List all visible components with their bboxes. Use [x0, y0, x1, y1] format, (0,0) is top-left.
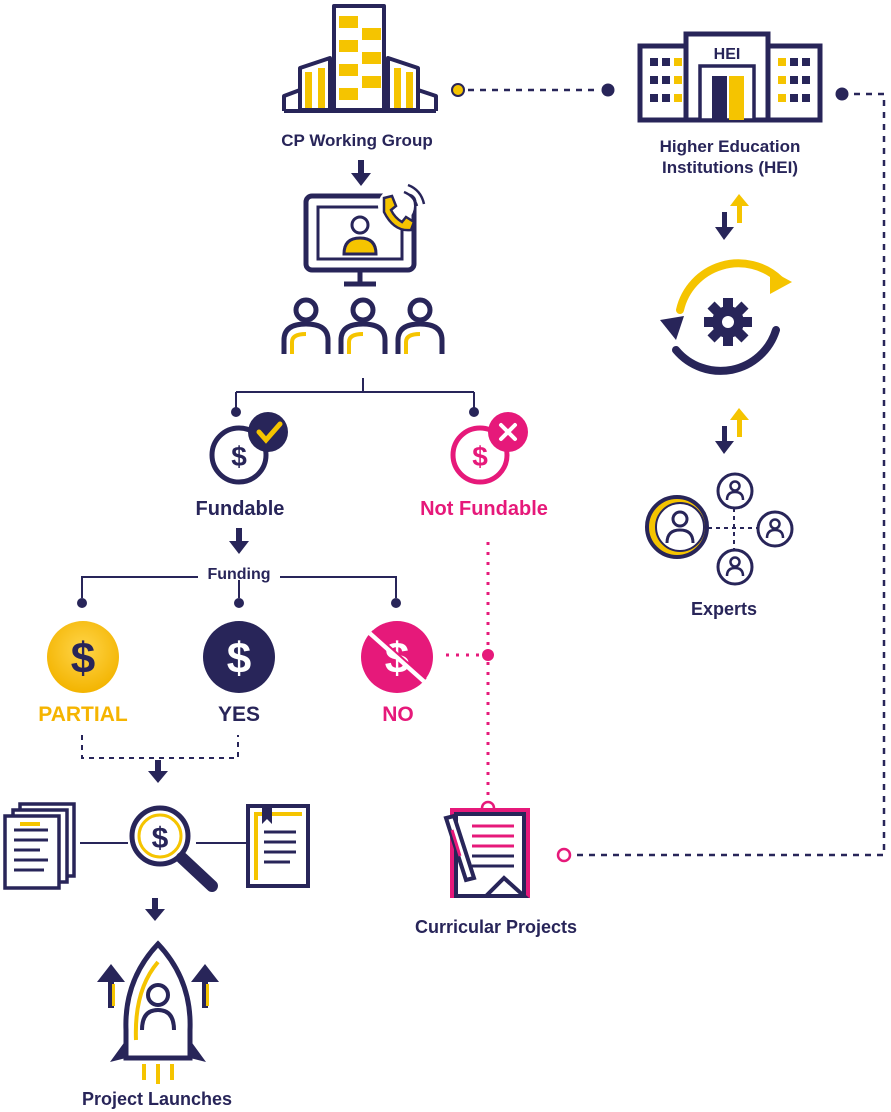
- arrow-down-icon: [145, 898, 165, 921]
- documents-stack-icon: [3, 802, 76, 890]
- rocket-icon: [97, 940, 219, 1084]
- writing-documents-icon: [443, 808, 530, 898]
- dollar-no-icon: $: [361, 621, 433, 693]
- no-label: NO: [382, 703, 414, 726]
- dollar-x-icon: $: [450, 412, 528, 485]
- svg-text:$: $: [152, 822, 169, 855]
- hei-badge-label: HEI: [714, 46, 741, 63]
- arrow-down-icon: [351, 160, 371, 186]
- fundable-label: Fundable: [196, 498, 285, 520]
- arrow-down-icon: [229, 528, 249, 554]
- svg-text:$: $: [472, 441, 488, 472]
- dollar-partial-icon: $: [47, 621, 119, 693]
- video-call-icon: [303, 183, 426, 287]
- buildings-icon: [282, 4, 438, 113]
- curricular-projects-label: Curricular Projects: [415, 917, 577, 937]
- gear-cycle-icon: [660, 259, 792, 375]
- book-icon: [246, 804, 310, 888]
- svg-text:$: $: [231, 441, 247, 472]
- project-launches-label: Project Launches: [82, 1089, 232, 1109]
- team-icon: [281, 297, 445, 354]
- experts-label: Experts: [691, 599, 757, 619]
- cp-working-group-label: CP Working Group: [281, 131, 432, 150]
- dollar-yes-icon: $: [203, 621, 275, 693]
- not-fundable-label: Not Fundable: [420, 498, 548, 520]
- partial-label: PARTIAL: [38, 703, 128, 726]
- arrow-down-icon: [148, 760, 168, 783]
- funding-label: Funding: [207, 566, 270, 583]
- hei-label-line2: Institutions (HEI): [662, 158, 798, 177]
- university-building-icon: [637, 31, 823, 123]
- bidirectional-arrow-icon: [715, 408, 749, 454]
- connector-lines: [77, 83, 886, 921]
- hei-label-line1: Higher Education: [660, 137, 801, 156]
- experts-network-icon: [645, 472, 794, 586]
- bidirectional-arrow-icon: [715, 194, 749, 240]
- yes-label: YES: [218, 703, 260, 726]
- svg-text:$: $: [227, 634, 251, 683]
- dollar-check-icon: $: [209, 412, 288, 485]
- svg-text:$: $: [71, 634, 95, 683]
- dollar-search-icon: $: [129, 805, 218, 892]
